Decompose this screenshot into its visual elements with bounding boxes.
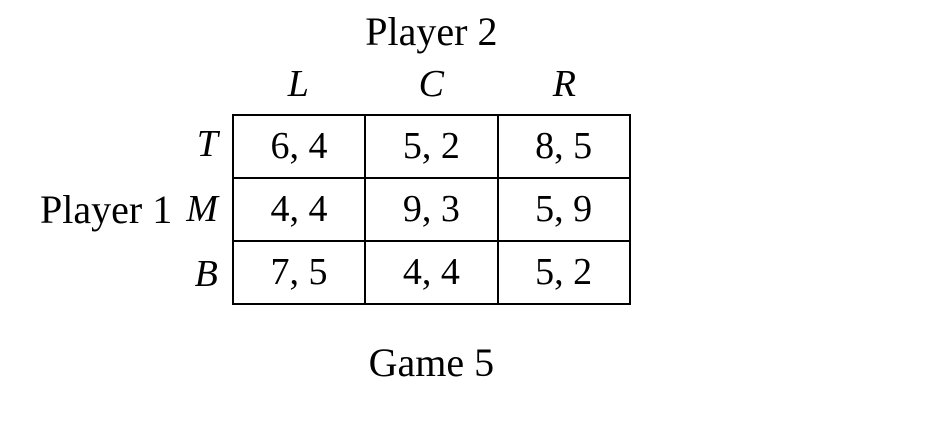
table-row-B: 7, 5 4, 4 5, 2	[231, 239, 631, 305]
payoff-cell-M-C: 9, 3	[364, 176, 499, 242]
player2-label: Player 2	[365, 9, 498, 54]
column-headers: L C R	[232, 63, 631, 106]
game-matrix: Player 2 L C R Player 1 T M B 6, 4 5, 2 …	[40, 10, 631, 386]
table-row-M: 4, 4 9, 3 5, 9	[231, 176, 631, 242]
row-header-T: T	[196, 123, 218, 166]
payoff-cell-B-L: 7, 5	[231, 239, 367, 305]
row-header-B: B	[194, 253, 218, 296]
payoff-cell-T-L: 6, 4	[231, 113, 367, 179]
payoff-cell-T-C: 5, 2	[364, 113, 499, 179]
game-caption: Game 5	[368, 339, 495, 385]
row-headers: T M B	[186, 112, 232, 307]
payoff-cell-T-R: 8, 5	[496, 113, 631, 179]
col-header-C: C	[418, 63, 445, 105]
table-row-T: 6, 4 5, 2 8, 5	[231, 113, 631, 179]
payoff-cell-M-R: 5, 9	[496, 176, 631, 242]
col-header-R: R	[552, 63, 576, 105]
payoff-cell-M-L: 4, 4	[231, 176, 367, 242]
payoff-cell-B-C: 4, 4	[364, 239, 499, 305]
player1-label: Player 1	[40, 186, 173, 232]
col-header-L: L	[287, 63, 309, 105]
payoff-cell-B-R: 5, 2	[496, 239, 631, 305]
row-header-M: M	[186, 188, 218, 231]
payoff-table: 6, 4 5, 2 8, 5 4, 4 9, 3 5, 9 7, 5 4, 4 …	[231, 113, 631, 305]
